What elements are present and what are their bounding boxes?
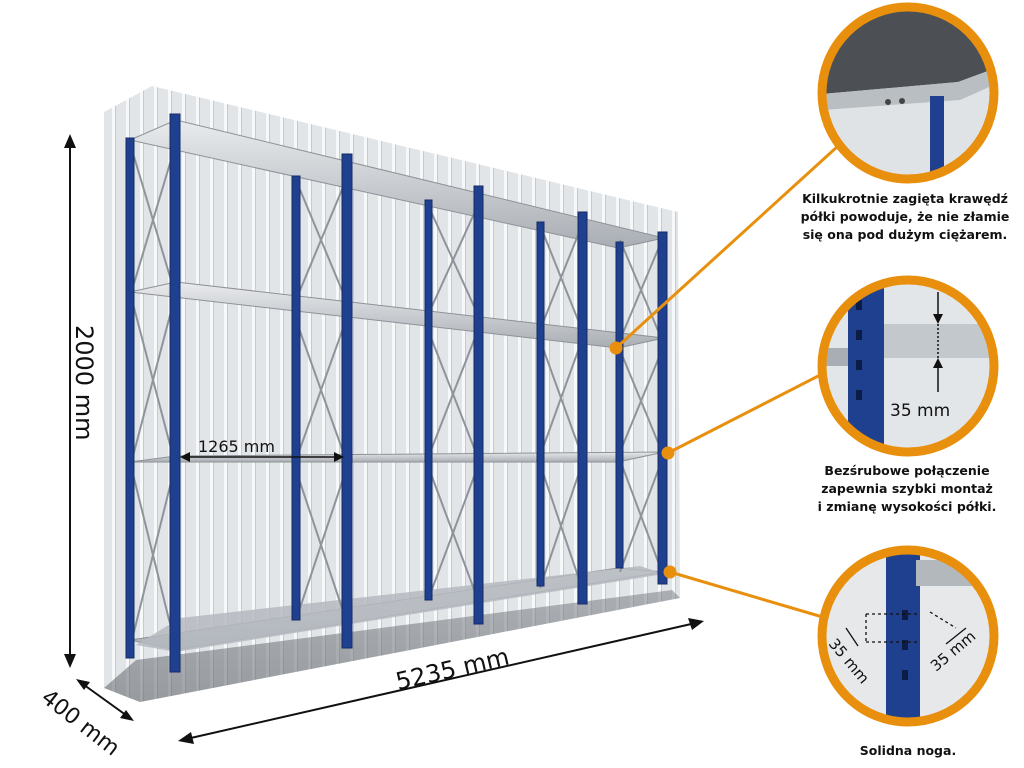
depth-dimension (76, 679, 134, 721)
length-dimension (178, 618, 704, 744)
upright-back-5 (615, 241, 624, 569)
caption-line: Solidna noga. (859, 743, 957, 758)
wall-backdrop (104, 86, 680, 702)
length-label: 5235 mm (393, 643, 512, 696)
cross-bracing (131, 149, 663, 641)
upright-front-5 (657, 231, 668, 585)
leg-caption: Solidna noga. (820, 742, 996, 760)
shelf-edge-caption: Kilkukrotnie zagięta krawędź półki powod… (790, 190, 1020, 244)
caption-line: się ona pod dużym ciężarem. (802, 227, 1008, 242)
upright-front-2 (341, 153, 353, 649)
caption-line: półki powoduje, że nie złamie (800, 209, 1010, 224)
caption-line: i zmianę wysokości półki. (817, 499, 997, 514)
upright-front-4 (577, 211, 588, 605)
height-label: 2000 mm (70, 325, 98, 440)
upright-front-3 (473, 185, 484, 625)
uprights (125, 113, 668, 673)
caption-line: Bezśrubowe połączenie (824, 463, 990, 478)
upright-back-1 (125, 137, 135, 659)
depth-label: 400 mm (36, 685, 124, 761)
upright-back-4 (536, 221, 545, 587)
shelf-bottom-deck (136, 566, 664, 652)
connection-measure-label: 35 mm (890, 401, 950, 421)
height-dimension (64, 134, 76, 668)
connection-caption: Bezśrubowe połączenie zapewnia szybki mo… (794, 462, 1020, 516)
bay-width-dimension (180, 452, 344, 462)
caption-line: zapewnia szybki montaż (821, 481, 993, 496)
shelves (128, 119, 665, 652)
callout-leaders (609, 144, 840, 620)
callout-leg-photo (817, 545, 999, 727)
upright-back-3 (424, 199, 433, 601)
upright-front-1 (169, 113, 181, 673)
upright-back-2 (291, 175, 301, 621)
floor-area (104, 590, 680, 702)
bay-width-label: 1265 mm (198, 437, 275, 456)
callout-shelf-edge-photo (817, 2, 999, 184)
callout-connection-photo (817, 275, 999, 457)
caption-line: Kilkukrotnie zagięta krawędź (802, 191, 1008, 206)
